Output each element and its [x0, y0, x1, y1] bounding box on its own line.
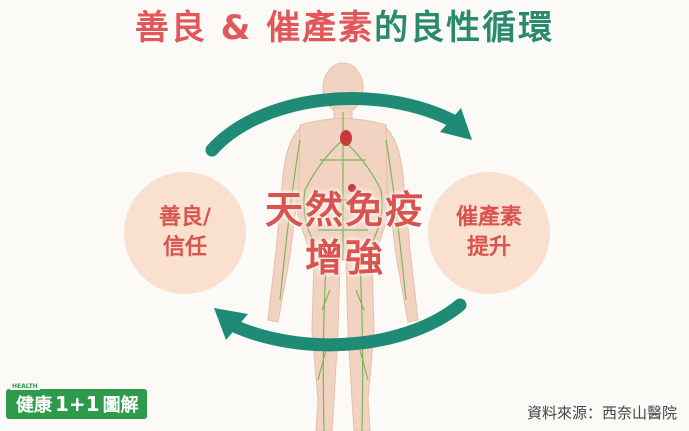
title-part1: 善良 & 催產素 [134, 8, 375, 48]
logo-suffix: 圖解 [102, 395, 139, 416]
bottom-cycle-arrow [225, 298, 467, 352]
kindness-trust-line2: 信任 [162, 235, 207, 260]
title-part2: 的良性循環 [374, 8, 555, 48]
logo-tag: HEALTH [10, 383, 40, 390]
top-cycle-arrow [205, 92, 462, 157]
logo-prefix: 健康 [16, 395, 52, 416]
page-title: 善良 & 催產素的良性循環 [0, 8, 689, 48]
kindness-trust-line1: 善良/ [158, 205, 212, 230]
top-arrowhead [440, 108, 472, 140]
immunity-boost-line2: 增強 [304, 236, 385, 280]
brand-logo: HEALTH 健康 1+1 圖解 [6, 383, 147, 419]
oxytocin-rise-node: 催產素 提升 [428, 172, 550, 294]
logo-number: 1+1 [55, 392, 100, 416]
bottom-arrowhead [214, 308, 248, 340]
oxytocin-rise-line1: 催產素 [455, 205, 522, 230]
kindness-trust-node: 善良/ 信任 [124, 172, 246, 294]
immunity-boost-line1: 天然免疫 [264, 188, 425, 232]
immunity-boost-text: 天然免疫 增強 [220, 186, 470, 282]
source-credit: 資料來源：西奈山醫院 [526, 404, 677, 422]
oxytocin-rise-line2: 提升 [466, 235, 511, 260]
